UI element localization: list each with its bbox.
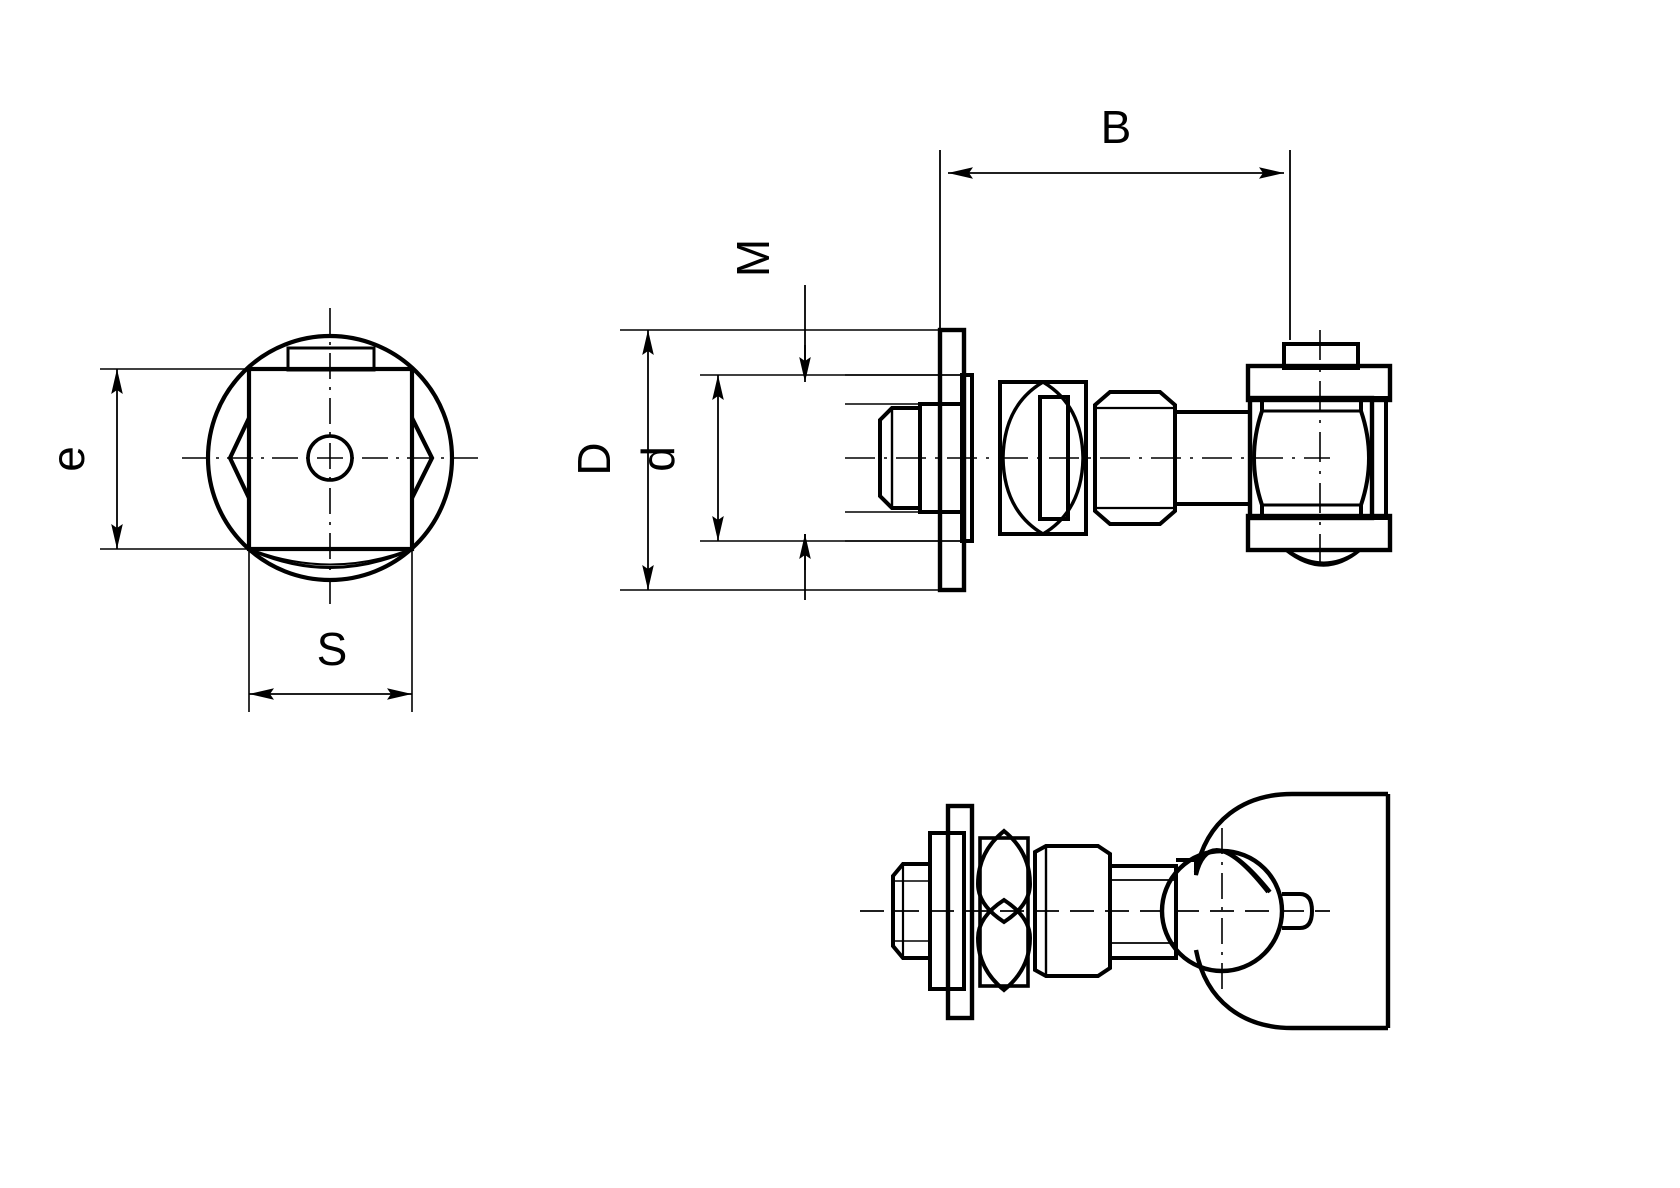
end-view-right-chevron (410, 417, 435, 499)
dim-label-M: M (727, 239, 779, 277)
plan-hex-nut-2 (1033, 844, 1112, 978)
end-view-center-bore (306, 434, 354, 482)
hex-nut-1 (1038, 395, 1070, 521)
hex-nut-1-lobes (998, 380, 1088, 536)
view-side-elevation: D d M B (568, 101, 1393, 600)
plan-eye-outline (1176, 848, 1272, 894)
hex-nut-2 (1093, 390, 1177, 526)
plan-eye-lower-sweep (1193, 949, 1388, 1031)
clevis-barrel-right (1359, 400, 1371, 518)
plan-nut1-box (978, 836, 1030, 988)
end-view-bottom-lens-inner (254, 550, 407, 566)
plan-shank (1108, 864, 1178, 960)
dimension-B: B (939, 101, 1291, 340)
dimension-M: M (727, 239, 811, 600)
view-end-view: e S (42, 308, 478, 712)
dim-label-D: D (568, 442, 620, 475)
dim-label-S: S (317, 623, 348, 675)
flange-plate (937, 327, 967, 593)
plan-eye-upper-sweep (1193, 791, 1388, 873)
end-view-bottom-lens-outer (248, 547, 413, 569)
dimension-e: e (42, 368, 259, 550)
plan-eye-body (1159, 791, 1391, 1031)
clevis-bottom-lens-outer (1284, 548, 1362, 567)
clevis-bottom-strap (1245, 513, 1393, 553)
plan-pin-nub (1282, 892, 1315, 930)
clevis-bottom-lens-inner (1290, 551, 1357, 564)
dimension-S: S (248, 549, 413, 712)
clevis-top-strap (1245, 363, 1393, 403)
end-view-left-chevron (227, 417, 251, 499)
clevis-barrel (1252, 400, 1264, 518)
dim-label-B: B (1101, 101, 1132, 153)
plan-flange-plate (945, 803, 975, 1021)
plan-nut1-upper-lobe (975, 828, 1033, 925)
view-plan-view (860, 791, 1391, 1031)
plan-nut1-lower-lobe (975, 897, 1033, 993)
dim-label-e: e (42, 446, 94, 472)
plan-hex-nut-1 (975, 828, 1033, 993)
clevis-body (1245, 330, 1393, 567)
end-view-top-tab (286, 346, 376, 372)
dimension-d: d (632, 374, 966, 542)
dimension-D: D (568, 329, 948, 591)
clevis-right-flank (1372, 396, 1388, 520)
end-view-outer-circle (205, 333, 455, 583)
dim-label-d: d (632, 446, 684, 472)
clevis-top-cap (1282, 342, 1360, 370)
